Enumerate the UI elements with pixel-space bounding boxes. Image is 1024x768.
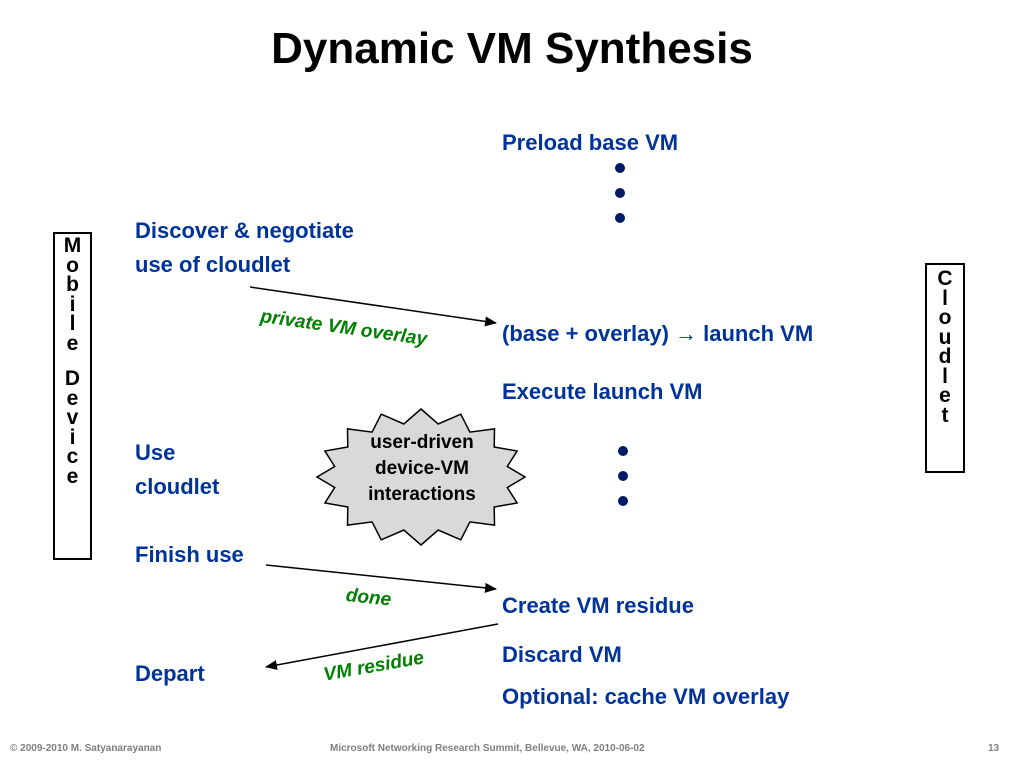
residue-arrow: [265, 623, 499, 670]
vertical-letter: e: [66, 464, 79, 488]
slide-title: Dynamic VM Synthesis: [271, 24, 753, 73]
footer-event: Microsoft Networking Research Summit, Be…: [330, 743, 645, 754]
overlay-arrow: [249, 286, 497, 327]
vertical-letter: l: [942, 364, 948, 388]
footer-page-number: 13: [988, 743, 1000, 754]
step-use-line1: Use: [135, 440, 176, 465]
vertical-letter: e: [66, 386, 79, 410]
vertical-letter: C: [937, 267, 953, 290]
step-create-residue: Create VM residue: [502, 593, 694, 618]
ellipsis-dot: [615, 188, 625, 198]
vertical-letter: o: [66, 253, 79, 277]
label-done: done: [344, 585, 393, 611]
vertical-letter: D: [64, 367, 81, 390]
vertical-letter: l: [942, 286, 948, 310]
step-discover-line2: use of cloudlet: [135, 252, 291, 277]
interaction-burst-shape: [315, 408, 527, 546]
interaction-burst-text: user-driven device-VM interactions: [340, 430, 504, 508]
step-use-line2: cloudlet: [135, 474, 220, 499]
step-cache: Optional: cache VM overlay: [502, 684, 790, 709]
vertical-letter: e: [939, 384, 951, 407]
vertical-letter: M: [63, 234, 82, 257]
burst-line2: device-VM: [375, 458, 469, 479]
step-execute: Execute launch VM: [502, 379, 703, 404]
burst-line3: interactions: [368, 484, 476, 505]
footer-copyright: © 2009-2010 M. Satyanarayanan: [10, 743, 162, 754]
vertical-letter: o: [938, 306, 952, 329]
ellipsis-dot: [618, 471, 628, 481]
done-arrow: [265, 564, 497, 593]
ellipsis-dot: [615, 213, 625, 223]
vertical-letter: l: [69, 312, 76, 335]
step-launch: (base + overlay) → launch VM: [502, 321, 814, 346]
vertical-letter: v: [66, 406, 79, 429]
vertical-letter: i: [69, 292, 76, 316]
step-preload: Preload base VM: [502, 130, 679, 155]
vertical-letter: u: [938, 325, 952, 349]
vertical-letter: i: [69, 425, 76, 449]
step-discover-line1: Discover & negotiate: [135, 218, 354, 243]
ellipsis-dot: [618, 446, 628, 456]
vertical-letter: c: [66, 445, 79, 468]
step-finish: Finish use: [135, 542, 244, 567]
step-discard: Discard VM: [502, 642, 622, 667]
vertical-letter: e: [66, 331, 79, 355]
vertical-letter: d: [938, 345, 952, 368]
ellipsis-dot: [615, 163, 625, 173]
vertical-letter: t: [941, 403, 949, 427]
ellipsis-dot: [618, 496, 628, 506]
step-depart: Depart: [135, 661, 205, 686]
vertical-letter: b: [66, 273, 79, 296]
burst-line1: user-driven: [370, 432, 474, 453]
